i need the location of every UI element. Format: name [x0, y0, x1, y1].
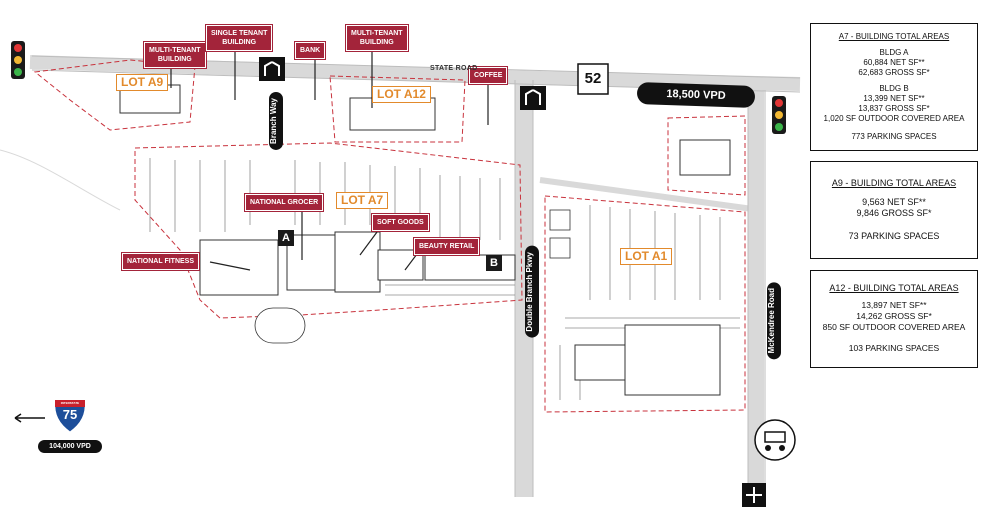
building-a1-wing: [574, 344, 626, 381]
lot-label-a7: LOT A7: [336, 192, 389, 209]
info-a12-gross: 14,262 GROSS SF*: [856, 311, 932, 321]
sr52-shield: [577, 63, 609, 95]
building-a7-grocer: [286, 234, 338, 291]
sr52-number: 52: [584, 70, 602, 87]
property-boundaries: [33, 59, 746, 413]
info-a7-b-outdoor: 1,020 SF OUTDOOR COVERED AREA: [823, 114, 965, 123]
traffic-light-icon-2: [772, 96, 786, 134]
right-in-right-out-icon-2: [520, 86, 546, 110]
lot-label-a9: LOT A9: [116, 74, 169, 91]
buildings: [119, 84, 731, 396]
lot-label-a1: LOT A1: [620, 248, 673, 265]
branch-way-label: Branch Way: [269, 92, 283, 150]
left-arrow-icon: [14, 413, 45, 423]
traffic-light-icon: [11, 41, 25, 79]
interstate-number: 75: [62, 407, 78, 422]
marker-b: B: [486, 255, 502, 271]
info-a7-a-net: 60,884 NET SF**: [863, 58, 925, 67]
vpd-sr52: 18,500 VPD: [636, 81, 756, 109]
building-corner: [679, 139, 731, 176]
info-a7-a-gross: 62,683 GROSS SF*: [858, 68, 930, 77]
building-a7-soft-goods: [334, 231, 381, 293]
info-box-a12: A12 - BUILDING TOTAL AREAS 13,897 NET SF…: [810, 270, 978, 368]
mckendree-road-label: McKendree Road: [767, 282, 781, 360]
tag-coffee: COFFEE: [469, 67, 508, 84]
info-a12-parking: 103 PARKING SPACES: [848, 343, 940, 353]
info-a7-b-gross: 13,837 GROSS SF*: [858, 104, 930, 113]
tag-multi-tenant-left: MULTI-TENANT BUILDING: [144, 42, 206, 68]
full-access-icon: [742, 483, 766, 507]
golf-cart-icon: [754, 419, 796, 461]
tag-bank: BANK: [295, 42, 326, 59]
info-a7-title: A7 - BUILDING TOTAL AREAS: [838, 32, 950, 41]
info-a12-title: A12 - BUILDING TOTAL AREAS: [829, 283, 959, 293]
info-a7-parking: 773 PARKING SPACES: [851, 132, 937, 141]
marker-a: A: [278, 230, 294, 246]
info-a12-net: 13,897 NET SF**: [861, 300, 927, 310]
info-a9-net: 9,563 NET SF**: [862, 197, 926, 207]
info-a9-parking: 73 PARKING SPACES: [848, 231, 940, 241]
info-a12-outdoor: 850 SF OUTDOOR COVERED AREA: [822, 322, 966, 332]
info-a7-bldg-a: BLDG A: [879, 48, 909, 57]
lot-label-a12: LOT A12: [372, 86, 431, 103]
interstate-75-shield: [54, 400, 86, 433]
tag-soft-goods: SOFT GOODS: [372, 214, 429, 231]
right-in-right-out-icon: [259, 57, 285, 81]
tag-beauty-retail: BEAUTY RETAIL: [414, 238, 480, 255]
interstate-label: INTERSTATE: [60, 401, 80, 405]
building-a1: [624, 324, 721, 396]
double-branch-pkwy-label: Double Branch Pkwy: [525, 246, 539, 338]
tag-multi-tenant-right: MULTI-TENANT BUILDING: [346, 25, 408, 51]
info-a9-title: A9 - BUILDING TOTAL AREAS: [831, 178, 957, 188]
tag-national-grocer: NATIONAL GROCER: [245, 194, 324, 211]
state-road-label: STATE ROAD: [430, 65, 478, 72]
tag-single-tenant: SINGLE TENANT BUILDING: [206, 25, 273, 51]
tag-national-fitness: NATIONAL FITNESS: [122, 253, 200, 270]
info-a7-b-net: 13,399 NET SF**: [863, 94, 925, 103]
info-a7-bldg-b: BLDG B: [879, 84, 909, 93]
info-a9-gross: 9,846 GROSS SF*: [856, 208, 932, 218]
small-pads: [254, 209, 571, 344]
info-box-a9: A9 - BUILDING TOTAL AREAS 9,563 NET SF**…: [810, 161, 978, 259]
building-a12: [349, 97, 436, 131]
info-box-a7: A7 - BUILDING TOTAL AREAS BLDG A 60,884 …: [810, 23, 978, 151]
vpd-i75: 104,000 VPD: [38, 440, 102, 453]
